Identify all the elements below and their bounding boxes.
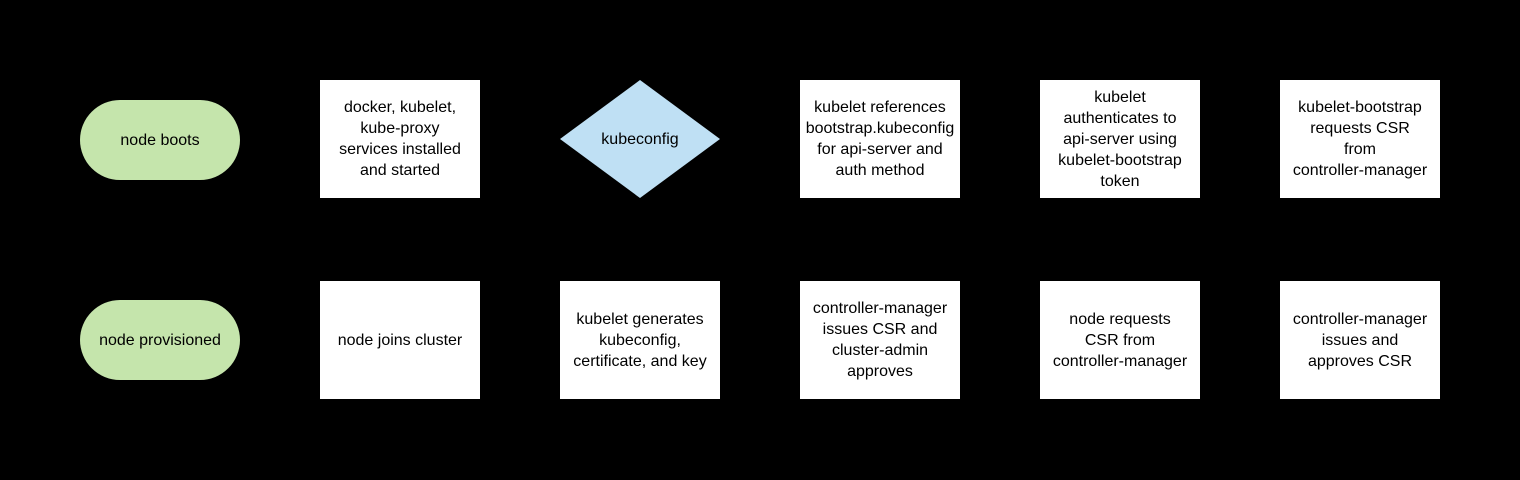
node-label: controller-manager issues CSR and cluste… [812,300,948,380]
node-label: node joins cluster [337,331,463,349]
node-label: node requests CSR from controller-manage… [1052,310,1188,370]
node-label: node boots [120,131,200,149]
node-label: kubelet generates kubeconfig, certificat… [573,310,707,370]
node-label: kubeconfig [601,130,679,148]
node-label: controller-manager issues and approves C… [1292,310,1428,370]
node-label: node provisioned [99,331,221,349]
process-kubelet-authenticates: kubelet authenticates to api-server usin… [1040,80,1200,198]
terminator-node-provisioned: node provisioned [80,300,240,380]
process-controller-manager-issues-csr: controller-manager issues CSR and cluste… [800,281,960,399]
node-label: kubelet references bootstrap.kubeconfig … [805,99,955,179]
decision-kubeconfig: kubeconfig [560,80,720,198]
process-kubelet-bootstrap-requests-csr: kubelet-bootstrap requests CSR from cont… [1280,80,1440,198]
process-kubelet-references-bootstrap-kubeconfig: kubelet references bootstrap.kubeconfig … [800,80,960,198]
process-kubelet-generates-kubeconfig: kubelet generates kubeconfig, certificat… [560,281,720,399]
process-node-joins-cluster: node joins cluster [320,281,480,399]
node-label: docker, kubelet, kube-proxy services ins… [339,99,461,179]
process-node-requests-csr: node requests CSR from controller-manage… [1040,281,1200,399]
terminator-node-boots: node boots [80,100,240,180]
node-label: kubelet-bootstrap requests CSR from cont… [1292,99,1428,179]
process-controller-manager-approves-csr: controller-manager issues and approves C… [1280,281,1440,399]
process-services-installed: docker, kubelet, kube-proxy services ins… [320,80,480,198]
node-label: kubelet authenticates to api-server usin… [1058,88,1182,190]
